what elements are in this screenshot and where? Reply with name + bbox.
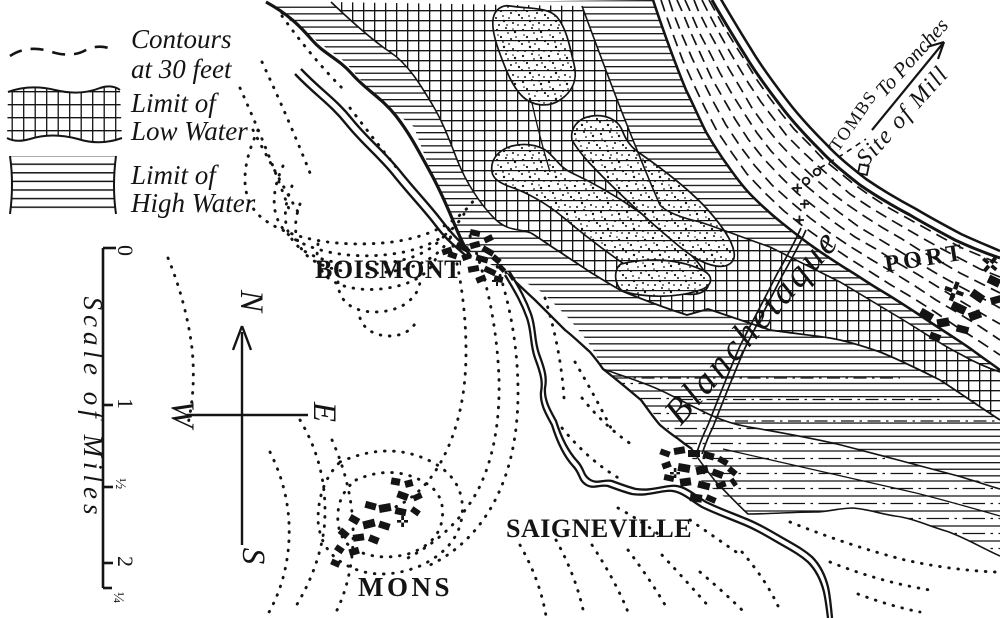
svg-text:SAIGNEVILLE: SAIGNEVILLE (506, 514, 692, 543)
svg-text:Limit of: Limit of (130, 160, 219, 190)
svg-text:½: ½ (112, 478, 128, 489)
svg-text:MONS: MONS (358, 572, 453, 602)
svg-text:¼: ¼ (110, 592, 126, 603)
svg-text:1: 1 (113, 398, 138, 409)
svg-text:E: E (306, 401, 342, 422)
svg-text:W: W (164, 400, 200, 430)
svg-text:2: 2 (113, 556, 138, 567)
svg-text:at 30 feet: at 30 feet (131, 54, 233, 84)
svg-text:High Water: High Water (130, 188, 256, 218)
svg-text:N: N (233, 289, 269, 314)
svg-text:BOISMONT: BOISMONT (315, 255, 462, 284)
svg-text:Scale of Miles: Scale of Miles (78, 297, 108, 520)
svg-text:Limit of: Limit of (130, 88, 219, 118)
svg-text:S: S (235, 548, 271, 565)
svg-text:0: 0 (113, 245, 138, 256)
svg-text:Low Water: Low Water (130, 116, 248, 146)
svg-text:Contours: Contours (131, 24, 232, 54)
